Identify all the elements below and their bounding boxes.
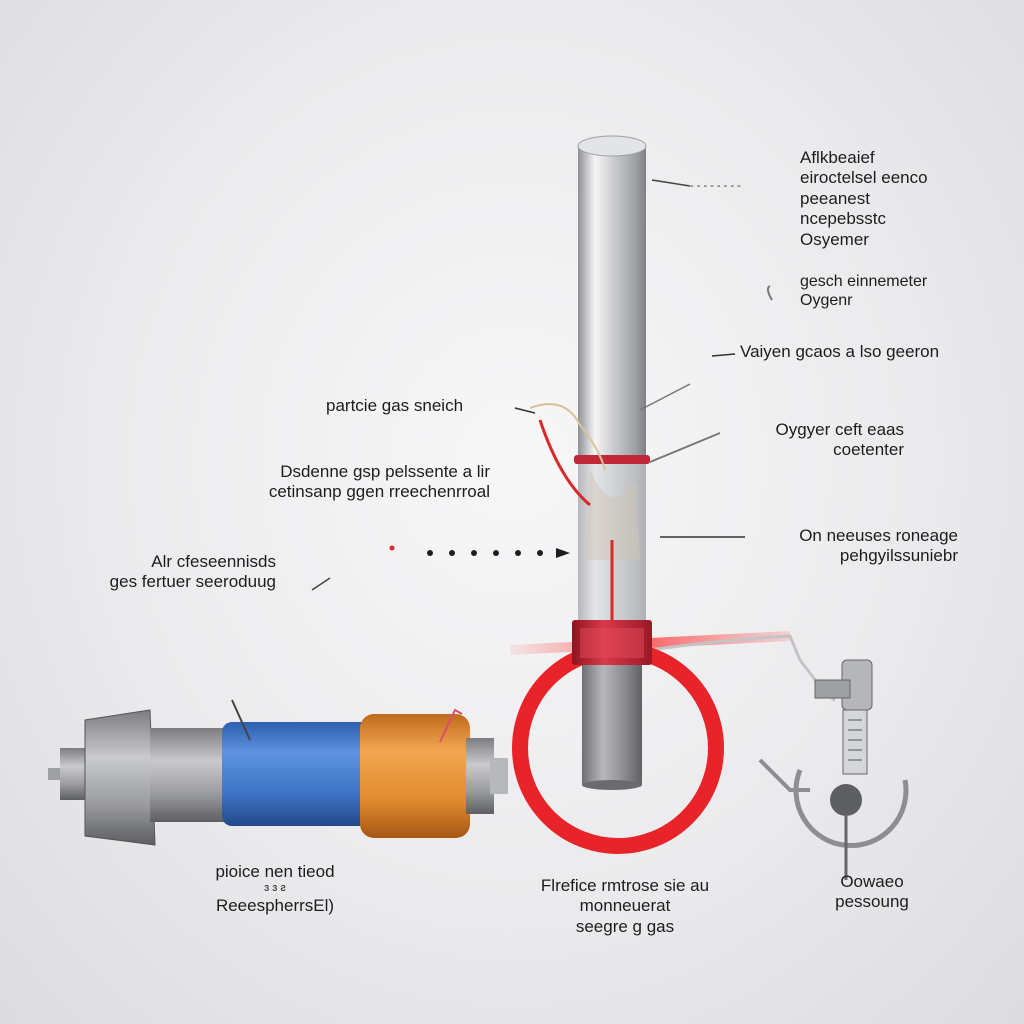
on-reserve-line-1: On neeuses roneage (799, 526, 958, 545)
dessense-line-1: Dsdenne gsp pelssente a lir (280, 462, 490, 481)
bottom-center-label-block: Flrefice rmtrose sie au monneuerat seegr… (510, 876, 740, 937)
left-middle-label-block: Alr cfeseennisds ges fertuer seeroduug (50, 552, 276, 593)
top-right-line-5: Osyemer (800, 229, 869, 249)
rod-icon (529, 135, 650, 628)
top-right-line-1: Aflkbeaief (800, 148, 875, 167)
top-right-line-3: peeanest (800, 188, 870, 208)
bottom-right-label-block: Oowaeo pessoung (810, 872, 934, 913)
oxygen-cell-label-block: Oygyer ceft eaas coetenter (740, 420, 904, 461)
sensor-line-1: gesch einnemeter (800, 273, 928, 290)
sensor-line-2: Oygenr (800, 292, 853, 310)
oxygen-cell-line-1: Oygyer ceft eaas (775, 420, 904, 439)
bottom-left-line-2: ɜ ɜ ƨ (264, 882, 286, 895)
cylinder-icon (48, 699, 508, 846)
top-right-line-2: eiroctelsel eenco (800, 168, 928, 188)
valve-icon (814, 659, 873, 775)
oxygen-gas-label: Vaiyen gcaos a lso geeron (740, 342, 940, 361)
on-reserve-label-block: On neeuses roneage pehgyilssuniebr (760, 526, 958, 567)
oxygen-cell-line-2: coetenter (833, 440, 904, 460)
bottom-right-line-1: Oowaeo (840, 872, 904, 891)
left-middle-line-2: ges fertuer seeroduug (109, 572, 276, 592)
bottom-center-line-2: monneuerat (579, 896, 671, 916)
particle-gas-label: partcie gas sneich (326, 396, 464, 415)
on-reserve-line-2: pehgyilssuniebr (839, 546, 958, 566)
bottom-left-line-1: pioice nen tieod (215, 862, 335, 881)
dessense-line-2: cetinsanp ggen rreechenrroal (268, 482, 490, 502)
bottom-left-line-3: ReeespherrsEl) (215, 895, 335, 915)
bottom-left-label-block: pioice nen tieod ɜ ɜ ƨ ReeespherrsEl) (190, 862, 360, 916)
top-right-line-4: ncepebsstc (800, 209, 886, 229)
top-right-label-block: Aflkbeaief eiroctelsel eenco peeanest nc… (800, 148, 928, 250)
bottom-right-line-2: pessoung (835, 892, 909, 912)
bottom-center-line-1: Flrefice rmtrose sie au (540, 876, 710, 895)
sensor-label-block: gesch einnemeter Oygenr (800, 272, 927, 310)
dessense-label-block: Dsdenne gsp pelssente a lir cetinsanp gg… (230, 462, 490, 503)
pipe-tip-callout: - - - - - - - - (690, 180, 741, 192)
gauge-icon (758, 758, 909, 880)
left-middle-line-1: Alr cfeseennisds (151, 552, 276, 571)
bottom-center-line-3: seegre g gas (575, 916, 675, 936)
